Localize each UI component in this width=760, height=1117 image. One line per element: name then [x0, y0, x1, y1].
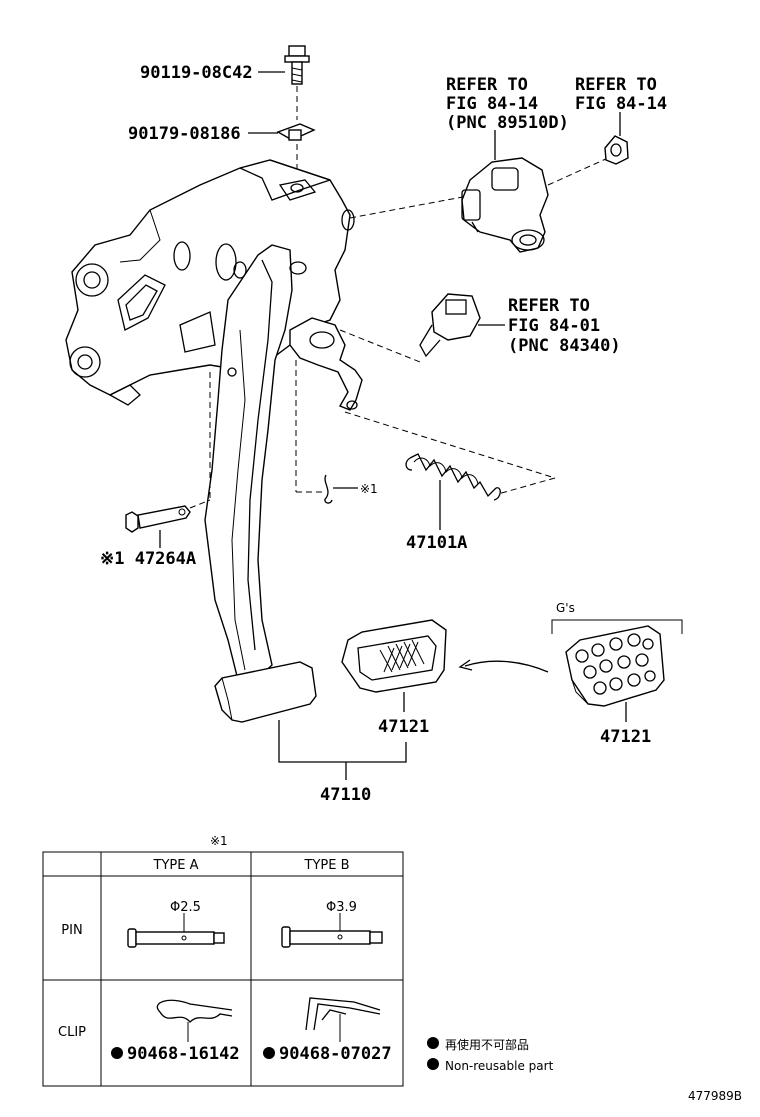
clip-type-b-icon [305, 997, 381, 1031]
assy-bracket [278, 720, 407, 763]
non-reusable-dot-a-icon [111, 1047, 123, 1059]
dash-spring-top [344, 411, 556, 479]
stop-lamp-switch-icon [419, 293, 481, 358]
clip-a-part-number: 90468-16142 [127, 1044, 240, 1064]
pedal-sensor-icon [461, 157, 549, 253]
table-note-mark: ※1 [210, 834, 228, 848]
label-clip: ※1 [360, 482, 378, 496]
arrow-head-icon [458, 659, 473, 671]
legend-japanese: 再使用不可部品 [445, 1037, 529, 1052]
gs-bracket [551, 619, 683, 634]
dash-spring-end [497, 477, 556, 495]
table-row-pin: PIN [61, 923, 82, 938]
table-header-type-a: TYPE A [153, 858, 199, 873]
clevis-pin-icon [125, 505, 191, 533]
clip-icon [324, 474, 333, 504]
refer-switch-line1: REFER TO [508, 296, 590, 316]
legend-dot-jp-icon [427, 1037, 439, 1049]
label-pin: ※1 47264A [100, 549, 196, 569]
table-header-type-b: TYPE B [304, 858, 350, 873]
label-assy: 47110 [320, 785, 371, 805]
pedal-pad-icon [341, 619, 447, 693]
return-spring-icon [405, 453, 501, 501]
label-gs: G's [556, 601, 575, 615]
figure-id: 477989B [688, 1089, 742, 1103]
refer-switch-line3: (PNC 84340) [508, 336, 621, 356]
legend-english: Non-reusable part [445, 1059, 554, 1073]
refer-sensor-line1: REFER TO [446, 75, 528, 95]
bolt-icon [284, 45, 310, 85]
non-reusable-dot-b-icon [263, 1047, 275, 1059]
refer-collar-line1: REFER TO [575, 75, 657, 95]
pin-a-diameter: Φ2.5 [170, 900, 201, 915]
label-pad-right: 47121 [600, 727, 651, 747]
replacement-arrow [464, 660, 549, 673]
clip-type-a-icon [156, 999, 233, 1023]
sport-pedal-pad-icon [565, 625, 665, 707]
refer-collar-line2: FIG 84-14 [575, 94, 667, 114]
label-spring: 47101A [406, 533, 467, 553]
dash-sensor-bracket [349, 195, 469, 219]
refer-sensor-line2: FIG 84-14 [446, 94, 538, 114]
pin-clip-table [42, 851, 404, 1087]
dash-sensor-collar [547, 157, 609, 186]
label-pad-left: 47121 [378, 717, 429, 737]
collar-icon [604, 135, 629, 165]
dash-pin-link [189, 499, 211, 509]
label-bolt: 90119-08C42 [140, 63, 253, 83]
dash-switch [339, 329, 421, 363]
clip-b-part-number: 90468-07027 [279, 1044, 392, 1064]
legend-dot-en-icon [427, 1058, 439, 1070]
stop-lamp-bracket [289, 317, 363, 411]
pin-type-a-icon [127, 928, 225, 948]
refer-sensor-line3: (PNC 89510D) [446, 113, 569, 133]
refer-switch-line2: FIG 84-01 [508, 316, 600, 336]
label-nut: 90179-08186 [128, 124, 241, 144]
pin-b-diameter: Φ3.9 [326, 900, 357, 915]
pedal-foot-plate [214, 661, 317, 723]
pedal-bracket [65, 159, 355, 406]
pin-type-b-icon [281, 926, 383, 948]
clip-nut-icon [276, 123, 316, 141]
table-row-clip: CLIP [58, 1025, 86, 1040]
